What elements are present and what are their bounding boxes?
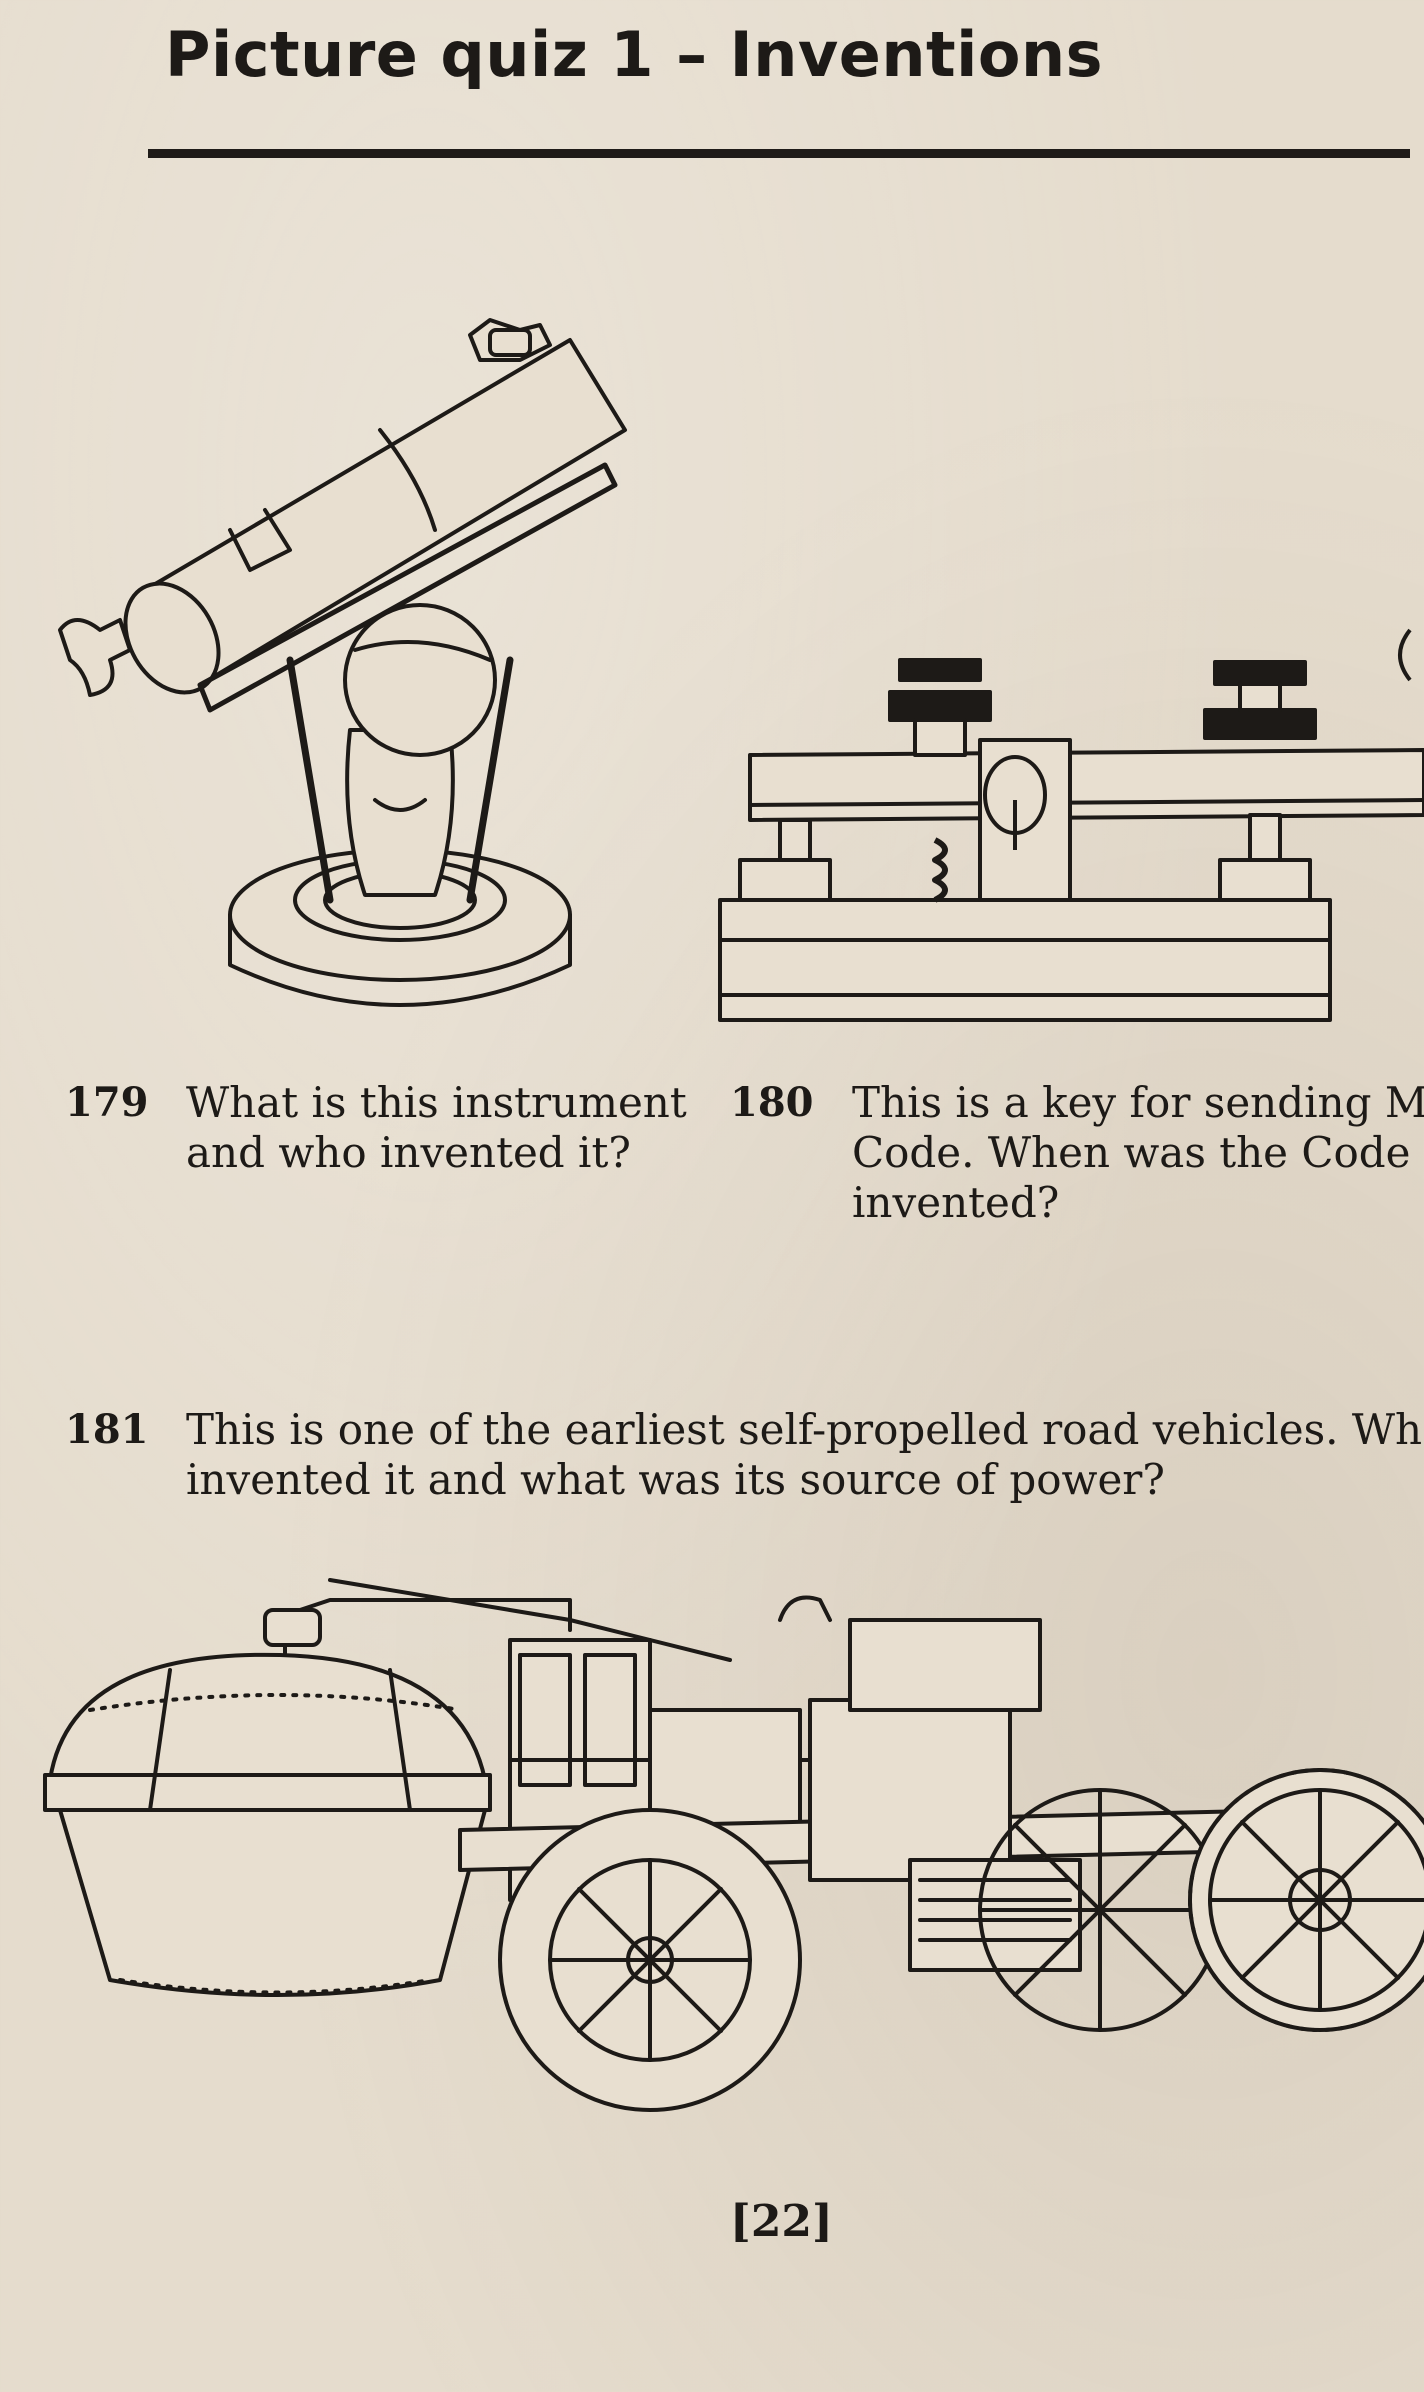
question-181-number: 181	[65, 1406, 149, 1453]
question-181-line-2: invented it and what was its source of p…	[186, 1455, 1165, 1504]
question-179-line-1: What is this instrument	[186, 1078, 687, 1127]
question-181-line-1: This is one of the earliest self-propell…	[186, 1405, 1424, 1454]
steam-vehicle-icon	[43, 1578, 1424, 2112]
question-180-number: 180	[730, 1079, 814, 1126]
question-180-line-3: invented?	[852, 1178, 1060, 1227]
question-179-line-2: and who invented it?	[186, 1128, 631, 1177]
question-179-number: 179	[65, 1079, 149, 1126]
page-number: [22]	[730, 2196, 833, 2247]
question-180-line-2: Code. When was the Code	[852, 1128, 1411, 1177]
page-title: Picture quiz 1 – Inventions	[165, 18, 1104, 91]
morse-key-illustration	[710, 600, 1424, 1040]
question-181-text: This is one of the earliest self-propell…	[186, 1405, 1424, 1505]
telescope-icon	[58, 318, 627, 1007]
question-180-line-1: This is a key for sending Mor	[852, 1078, 1424, 1127]
steam-vehicle-illustration	[30, 1560, 1424, 2120]
question-179-text: What is this instrument and who invented…	[186, 1078, 687, 1178]
morse-key-icon	[718, 628, 1424, 1022]
telescope-illustration	[50, 300, 650, 1040]
question-180-text: This is a key for sending Mor Code. When…	[852, 1078, 1424, 1228]
title-rule	[148, 149, 1410, 158]
